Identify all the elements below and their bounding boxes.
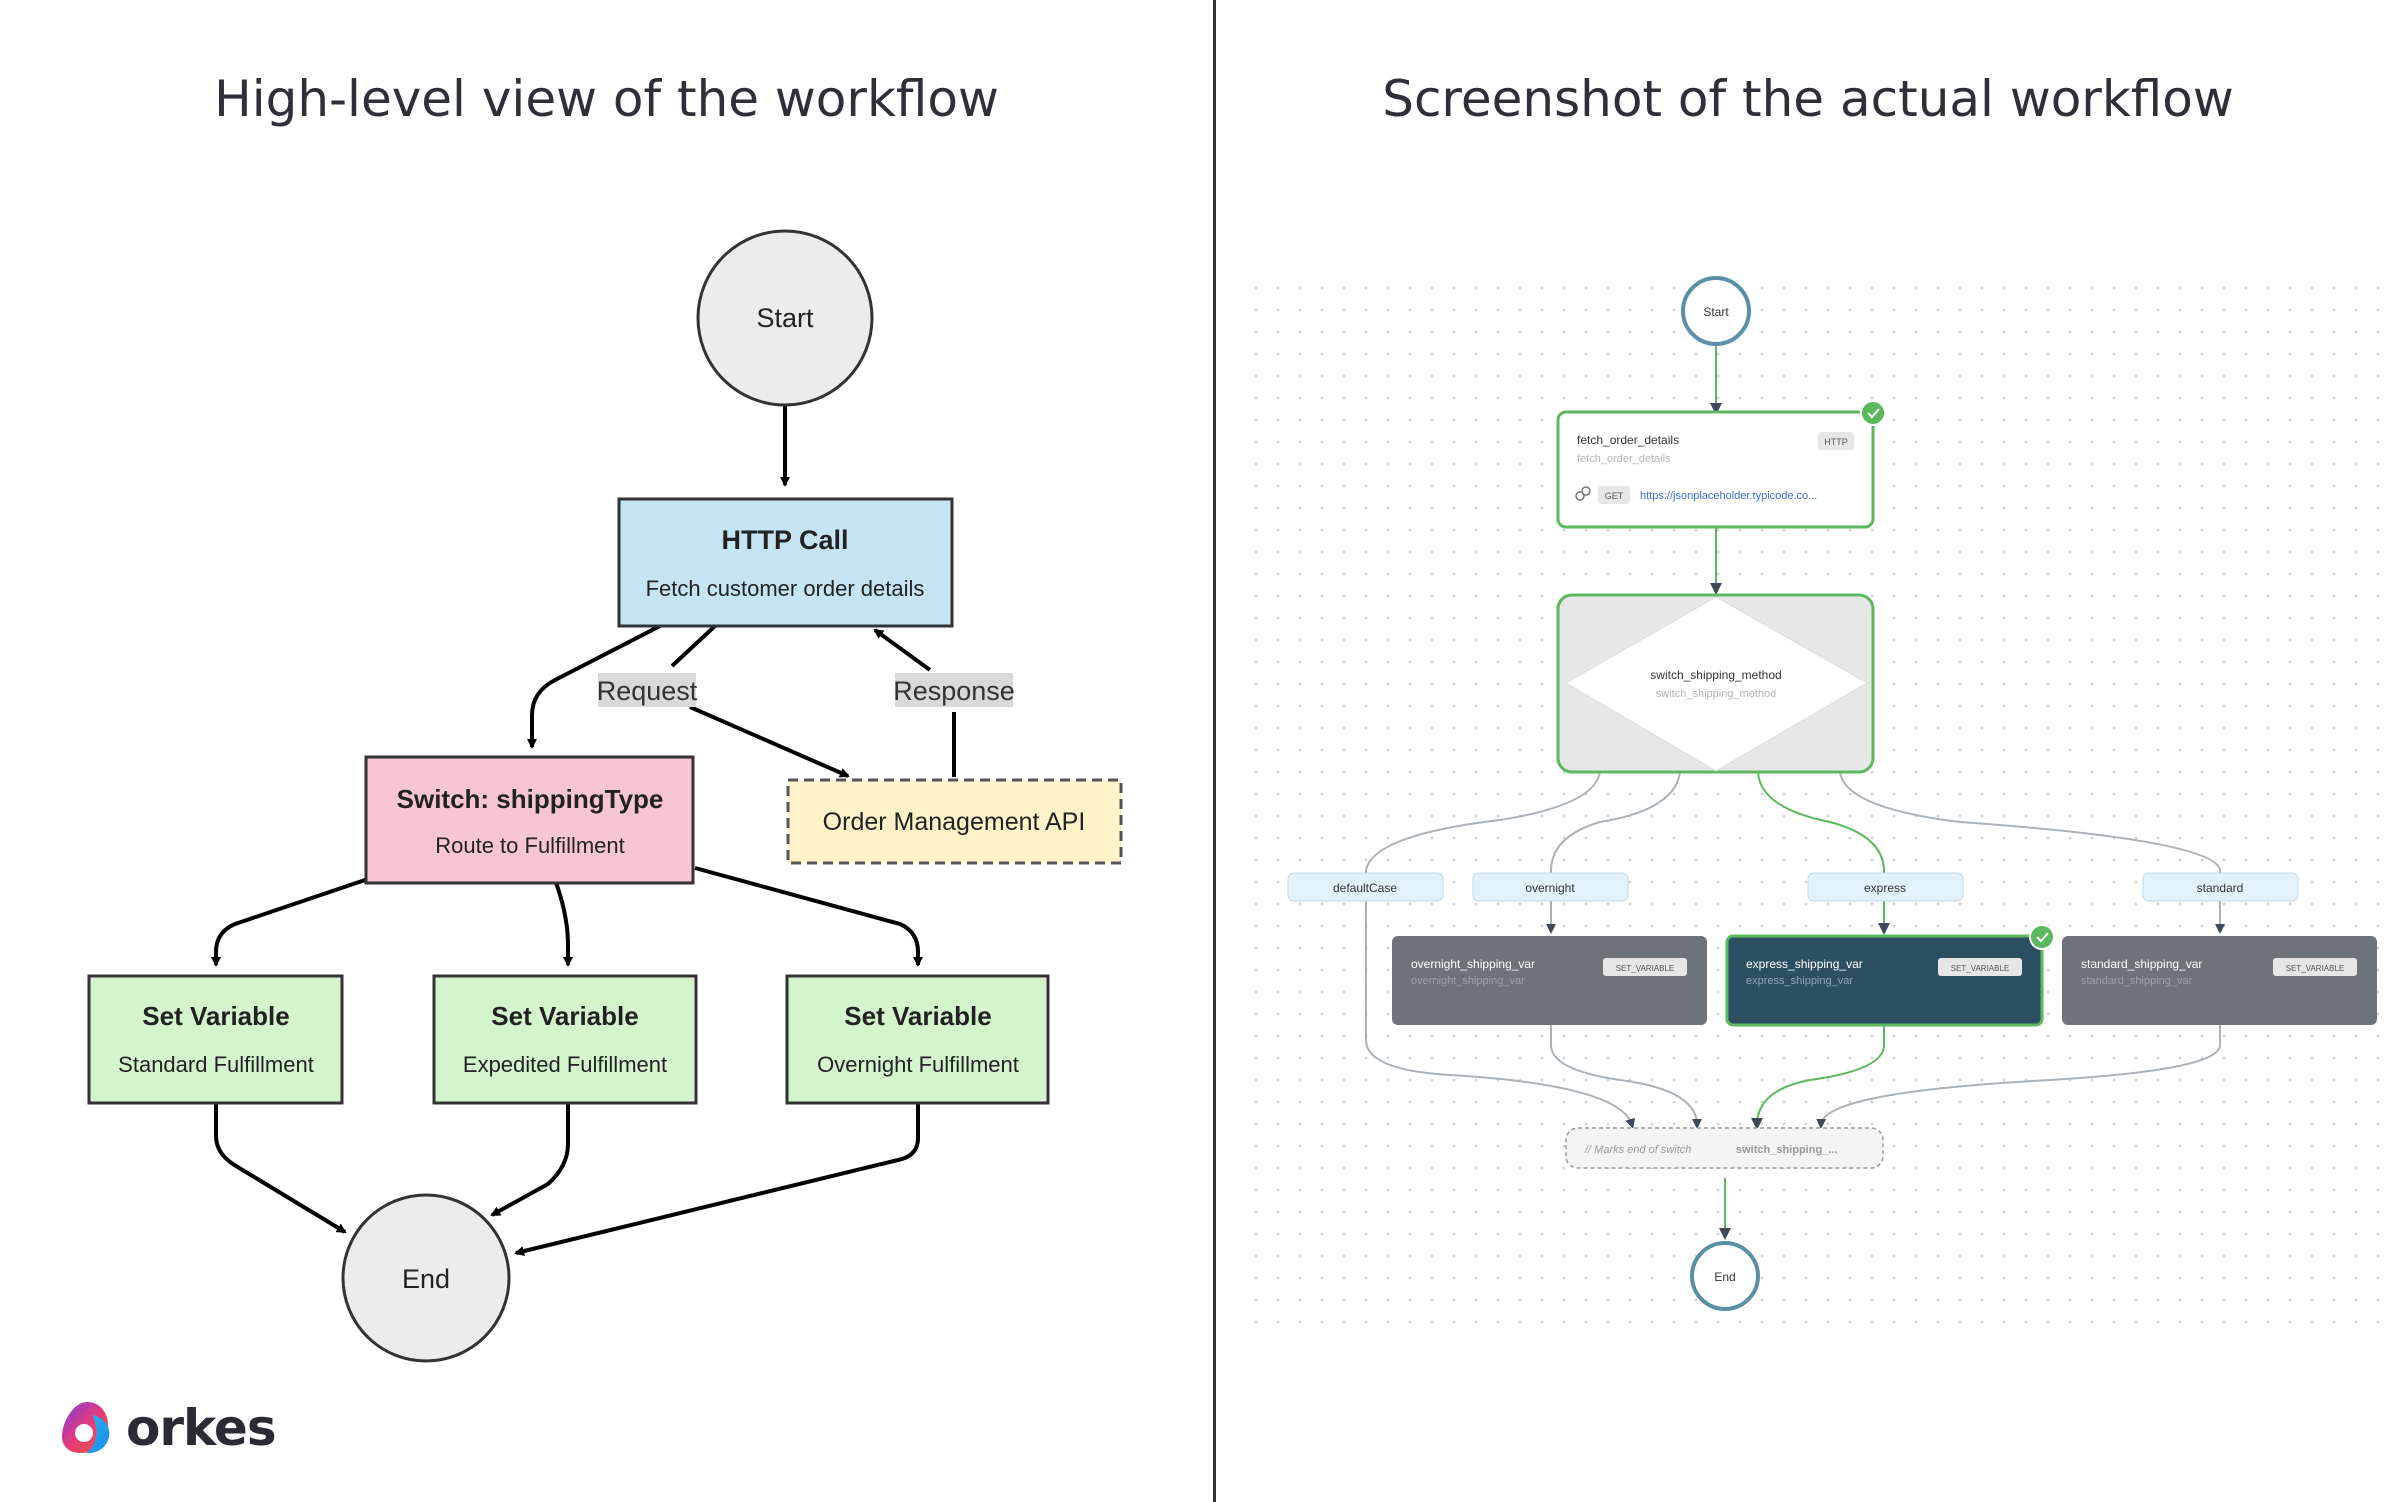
edge-switch-expedited bbox=[553, 879, 573, 967]
response-label: Response bbox=[893, 676, 1015, 706]
edge-switch-overnight bbox=[694, 866, 923, 967]
overnight-type-badge bbox=[1603, 958, 1687, 976]
case-label-default-text: defaultCase bbox=[1333, 881, 1397, 895]
edge-standard-join bbox=[1816, 1025, 2221, 1129]
wf-start-node[interactable] bbox=[1681, 276, 1751, 346]
get-method-badge bbox=[1598, 486, 1630, 504]
edge-standard-end bbox=[214, 1104, 347, 1234]
join-prefix: // Marks end of switch bbox=[1584, 1144, 1691, 1156]
case-label-express-text: express bbox=[1864, 881, 1906, 895]
http-call-title: HTTP Call bbox=[721, 525, 848, 555]
express-check-mark bbox=[2036, 932, 2049, 943]
switch-task-name: switch_shipping_method bbox=[1650, 668, 1781, 682]
wf-end-node[interactable] bbox=[1690, 1241, 1760, 1311]
express-type-badge-text: SET_VARIABLE bbox=[1951, 964, 2010, 973]
request-label-bg bbox=[598, 673, 696, 707]
set-variable-overnight-node bbox=[785, 974, 1050, 1105]
edge-response bbox=[875, 630, 956, 777]
express-task-name: express_shipping_var bbox=[1746, 957, 1863, 971]
set-variable-standard-node bbox=[87, 974, 344, 1105]
standard-type-badge-text: SET_VARIABLE bbox=[2286, 964, 2345, 973]
set-variable-standard-subtitle: Standard Fulfillment bbox=[118, 1052, 314, 1077]
edge-overnight-join bbox=[1550, 1025, 1702, 1129]
edge-overnight-end bbox=[514, 1104, 920, 1256]
standard-task-ref: standard_shipping_var bbox=[2081, 975, 2193, 987]
fetch-order-details-task[interactable]: fetch_order_details fetch_order_details … bbox=[1556, 410, 1875, 529]
switch-task-ref: switch_shipping_method bbox=[1656, 688, 1776, 700]
set-variable-overnight-title: Set Variable bbox=[844, 1001, 991, 1031]
express-task-ref: express_shipping_var bbox=[1746, 975, 1853, 987]
start-node bbox=[696, 229, 874, 407]
high-level-diagram: Request Response Start HTTP Call Fetch c… bbox=[87, 229, 1123, 1363]
get-method-text: GET bbox=[1605, 491, 1624, 501]
edge-request bbox=[670, 624, 848, 776]
case-label-express bbox=[1807, 872, 1964, 902]
fetch-success-check-icon bbox=[1860, 400, 1886, 426]
set-variable-expedited-subtitle: Expedited Fulfillment bbox=[463, 1052, 667, 1077]
response-label-bg bbox=[895, 673, 1013, 707]
http-type-badge-text: HTTP bbox=[1824, 437, 1848, 447]
set-variable-expedited-title: Set Variable bbox=[491, 1001, 638, 1031]
order-management-api-node bbox=[786, 778, 1123, 865]
end-label: End bbox=[402, 1264, 450, 1294]
link-icon bbox=[1575, 486, 1591, 501]
case-label-standard bbox=[2142, 872, 2299, 902]
http-call-subtitle: Fetch customer order details bbox=[646, 576, 925, 601]
http-type-badge bbox=[1818, 432, 1854, 450]
edge-switch-standard bbox=[1839, 771, 2225, 934]
edge-http-switch bbox=[527, 624, 661, 749]
express-success-check-icon bbox=[2029, 924, 2055, 950]
case-label-overnight bbox=[1472, 872, 1629, 902]
overnight-type-badge-text: SET_VARIABLE bbox=[1616, 964, 1675, 973]
set-variable-expedited-node bbox=[432, 974, 698, 1105]
wf-start-label: Start bbox=[1703, 305, 1729, 319]
edge-switch-overnight bbox=[1546, 771, 1681, 934]
case-label-default bbox=[1287, 872, 1444, 902]
edge-switch-express bbox=[1757, 771, 1890, 935]
edge-switch-standard bbox=[211, 878, 366, 967]
left-panel-title: High-level view of the workflow bbox=[214, 70, 999, 128]
http-call-node bbox=[617, 497, 954, 628]
set-variable-standard-title: Set Variable bbox=[142, 1001, 289, 1031]
orkes-logo: orkes bbox=[58, 1395, 277, 1461]
edge-expedited-end bbox=[490, 1104, 570, 1217]
express-type-badge bbox=[1938, 958, 2022, 976]
start-label: Start bbox=[756, 303, 814, 333]
switch-join-node[interactable]: // Marks end of switch switch_shipping_.… bbox=[1565, 1127, 1884, 1169]
case-label-standard-text: standard bbox=[2197, 881, 2244, 895]
orkes-logo-mark-icon bbox=[62, 1402, 110, 1454]
standard-type-badge bbox=[2273, 958, 2357, 976]
overnight-task-name: overnight_shipping_var bbox=[1411, 957, 1535, 971]
join-switch-name: switch_shipping_... bbox=[1736, 1144, 1837, 1156]
switch-shipping-method-task[interactable]: switch_shipping_method switch_shipping_m… bbox=[1556, 593, 1875, 774]
standard-shipping-var-task[interactable]: standard_shipping_var standard_shipping_… bbox=[2062, 936, 2377, 1025]
end-node bbox=[341, 1193, 511, 1363]
overnight-task-ref: overnight_shipping_var bbox=[1411, 975, 1525, 987]
request-label: Request bbox=[597, 676, 698, 706]
actual-workflow-canvas[interactable]: Start fetch_order_details fetch_order_de… bbox=[1216, 0, 2400, 1502]
set-variable-overnight-subtitle: Overnight Fulfillment bbox=[817, 1052, 1019, 1077]
standard-task-name: standard_shipping_var bbox=[2081, 957, 2202, 971]
edge-express-join bbox=[1751, 1025, 1885, 1130]
switch-node bbox=[364, 755, 695, 885]
overnight-shipping-var-task[interactable]: overnight_shipping_var overnight_shippin… bbox=[1392, 936, 1707, 1025]
wf-end-label: End bbox=[1714, 1270, 1735, 1284]
order-management-api-label: Order Management API bbox=[823, 808, 1086, 836]
switch-subtitle: Route to Fulfillment bbox=[435, 833, 625, 858]
fetch-check-mark bbox=[1867, 408, 1880, 419]
edge-default-case bbox=[1365, 771, 1636, 1129]
fetch-task-ref: fetch_order_details bbox=[1577, 453, 1671, 465]
http-url[interactable]: https://jsonplaceholder.typicode.co... bbox=[1640, 490, 1817, 502]
express-shipping-var-task[interactable]: express_shipping_var express_shipping_va… bbox=[1725, 934, 2044, 1027]
right-panel-title: Screenshot of the actual workflow bbox=[1382, 70, 2234, 128]
case-label-overnight-text: overnight bbox=[1525, 881, 1575, 895]
fetch-task-name: fetch_order_details bbox=[1577, 433, 1679, 447]
panel-divider bbox=[1213, 0, 1216, 1502]
orkes-logo-text: orkes bbox=[126, 1399, 277, 1457]
switch-title: Switch: shippingType bbox=[397, 784, 664, 814]
